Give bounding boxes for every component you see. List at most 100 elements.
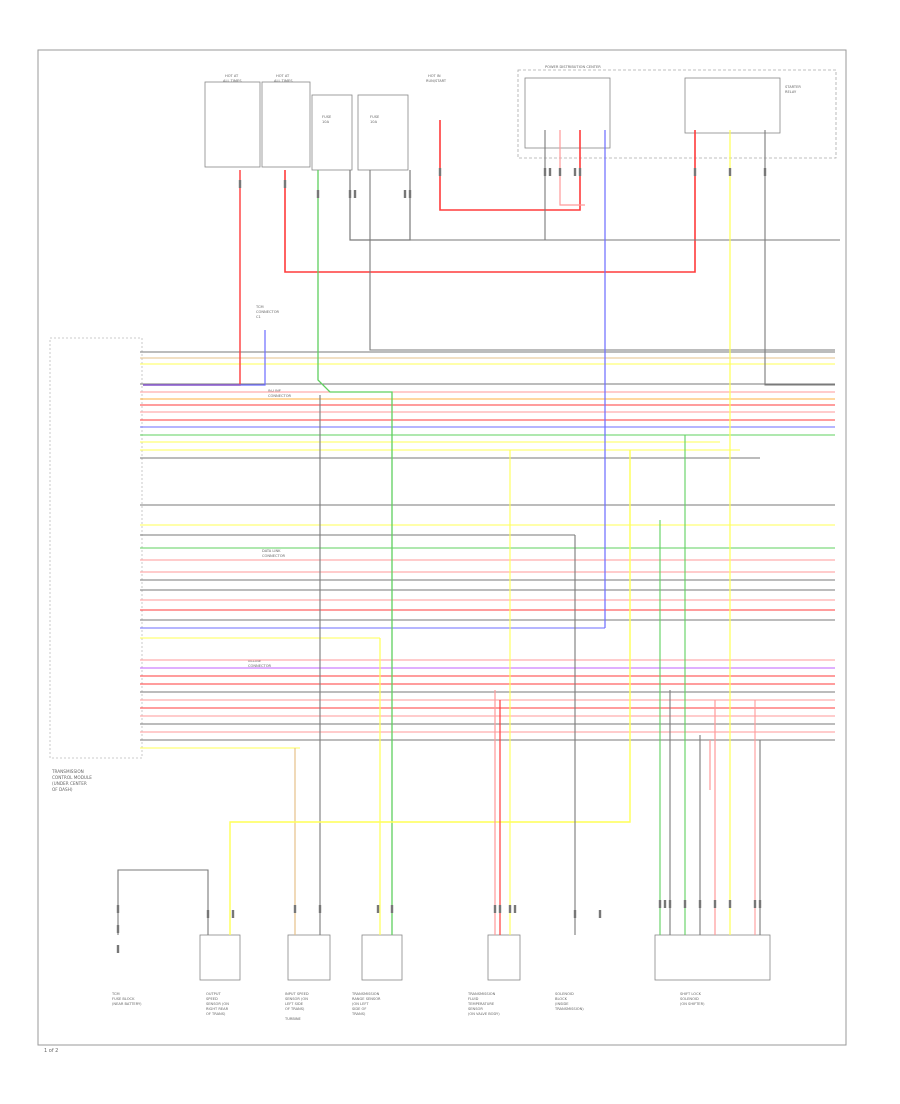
connector-pin xyxy=(713,900,717,908)
callout-3b: CONNECTOR xyxy=(262,554,286,558)
connector-pin xyxy=(728,900,732,908)
bottom-labels: TCM FUSE BLOCK (NEAR BATTERY) OUTPUT SPE… xyxy=(111,992,705,1021)
bottom-label-5b: FLUID xyxy=(468,997,479,1001)
fuse-block-loop xyxy=(117,869,209,935)
bottom-label-1b: FUSE BLOCK xyxy=(112,997,135,1001)
bottom-label-1a: TCM xyxy=(111,992,120,996)
bottom-box-3 xyxy=(287,934,331,981)
callout-4a: IN-LINE xyxy=(248,659,262,663)
callout-4b: CONNECTOR xyxy=(248,664,272,668)
bottom-label-6b: BLOCK xyxy=(555,997,568,1001)
top-label-relay-b-2: 10A xyxy=(370,120,378,124)
yellow-loop xyxy=(229,450,631,935)
bottom-label-6a: SOLENOID xyxy=(555,992,574,996)
connector-pin xyxy=(753,900,757,908)
top-label-relay-a-2: 10A xyxy=(322,120,330,124)
gray-drop-right xyxy=(764,130,835,386)
bottom-label-3b: SENSOR (ON xyxy=(285,997,308,1001)
top-labels: HOT AT ALL TIMES HOT AT ALL TIMES FUSE 1… xyxy=(223,65,801,124)
connector-pin xyxy=(293,905,297,913)
relay-box-a xyxy=(311,94,353,171)
connector-pin xyxy=(231,910,235,918)
bottom-components xyxy=(199,934,771,981)
red-feed-loop xyxy=(284,130,696,273)
callout-1b: CONNECTOR xyxy=(256,310,280,314)
green-run xyxy=(317,170,393,935)
connector-pin xyxy=(348,190,352,198)
connector-pin xyxy=(573,168,577,176)
top-label-fuse-c-2: RUN/START xyxy=(426,79,447,83)
bottom-label-2c: SENSOR (ON xyxy=(206,1002,229,1006)
connector-pin xyxy=(508,905,512,913)
bottom-label-7a: SHIFT LOCK xyxy=(680,992,702,996)
connector-pin xyxy=(728,168,732,176)
footer-code: 1 of 2 xyxy=(44,1048,58,1054)
connector-pin xyxy=(663,900,667,908)
connector-pin xyxy=(403,190,407,198)
bottom-box-2 xyxy=(199,934,241,981)
connector-pin xyxy=(543,168,547,176)
connector-pin xyxy=(493,905,497,913)
connector-pin xyxy=(763,168,767,176)
connector-pin xyxy=(578,168,582,176)
top-label-relay-right-2: RELAY xyxy=(785,90,797,94)
connector-pin xyxy=(598,910,602,918)
bottom-label-3e: TURBINE xyxy=(284,1017,302,1021)
relay-box-b xyxy=(357,94,409,171)
connector-pin xyxy=(390,905,394,913)
power-distribution-panel xyxy=(517,69,837,159)
connector-pin xyxy=(683,900,687,908)
blue-short xyxy=(143,330,266,386)
diagram-border xyxy=(37,49,847,1046)
connector-pin xyxy=(116,925,120,933)
bottom-label-4a: TRANSMISSION xyxy=(351,992,380,996)
bottom-label-4d: SIDE OF xyxy=(352,1007,366,1011)
bottom-label-5a: TRANSMISSION xyxy=(467,992,496,996)
top-label-relay-right-1: STARTER xyxy=(785,85,801,89)
callout-1a: TCM xyxy=(255,305,264,309)
top-label-fuse-c-1: HOT IN xyxy=(428,74,441,78)
top-label-fuse-b-1: HOT AT xyxy=(276,74,290,78)
connector-pin xyxy=(498,905,502,913)
top-label-fuse-b-2: ALL TIMES xyxy=(274,79,293,83)
panel-relay-left xyxy=(524,77,611,149)
connector-pin xyxy=(658,900,662,908)
bottom-label-2b: SPEED xyxy=(206,997,218,1001)
tcm-title-2: CONTROL MODULE xyxy=(52,775,92,780)
connector-pin xyxy=(116,945,120,953)
callouts: TCM CONNECTOR C1 IN-LINE CONNECTOR DATA … xyxy=(248,305,292,668)
wires xyxy=(116,120,840,953)
connector-pin xyxy=(558,168,562,176)
bottom-label-3c: LEFT SIDE xyxy=(285,1002,304,1006)
connector-pin xyxy=(513,905,517,913)
bottom-label-4b: RANGE SENSOR xyxy=(352,997,381,1001)
connector-pin xyxy=(438,168,442,176)
gray-loop xyxy=(349,170,411,241)
connector-pin xyxy=(668,900,672,908)
bottom-label-3a: INPUT SPEED xyxy=(285,992,309,996)
bottom-label-4c: (ON LEFT xyxy=(352,1002,369,1006)
bottom-label-6c: (INSIDE xyxy=(555,1002,569,1006)
bottom-label-7c: (ON SHIFTER) xyxy=(680,1002,705,1006)
bottom-label-5d: SENSOR xyxy=(468,1007,483,1011)
bottom-label-6d: TRANSMISSION) xyxy=(554,1007,584,1011)
bottom-label-1c: (NEAR BATTERY) xyxy=(112,1002,142,1006)
bottom-label-5e: (ON VALVE BODY) xyxy=(468,1012,500,1016)
bottom-box-5 xyxy=(487,934,521,981)
bottom-label-2d: RIGHT REAR xyxy=(206,1007,229,1011)
connector-pin xyxy=(206,910,210,918)
tcm-title-4: OF DASH) xyxy=(52,787,73,792)
bottom-label-2e: OF TRANS) xyxy=(206,1012,226,1016)
connector-pin xyxy=(116,905,120,913)
connector-pin xyxy=(238,180,242,188)
connector-pin xyxy=(316,190,320,198)
connector-pin xyxy=(573,910,577,918)
connector-pin xyxy=(376,905,380,913)
connector-pin xyxy=(693,168,697,176)
bottom-label-7b: SOLENOID xyxy=(680,997,699,1001)
callout-2b: CONNECTOR xyxy=(268,394,292,398)
top-label-relay-a-1: FUSE xyxy=(322,115,332,119)
connector-pin xyxy=(353,190,357,198)
